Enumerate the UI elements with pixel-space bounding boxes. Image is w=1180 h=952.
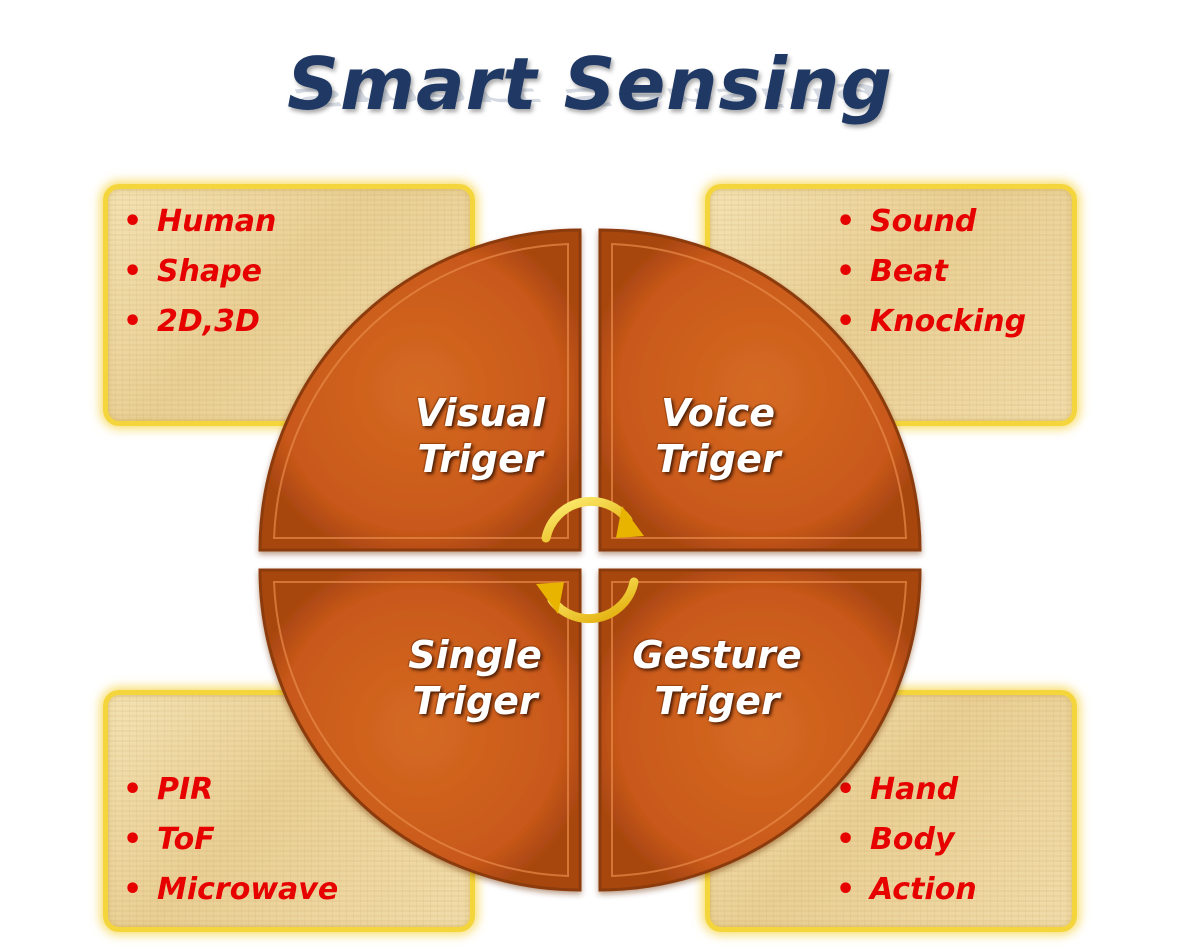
label-line: Single (408, 633, 542, 677)
quadrant-label-single: Single Triger (375, 632, 575, 724)
wheel-segment-gesture (598, 568, 922, 892)
single-list: PIR ToF Microwave (123, 765, 338, 915)
segmented-wheel (258, 228, 922, 892)
gesture-list: Hand Body Action (836, 765, 977, 915)
label-line: Visual (414, 391, 546, 435)
list-item: Beat (836, 247, 1026, 297)
voice-list: Sound Beat Knocking (836, 197, 1026, 347)
label-line: Triger (655, 437, 781, 481)
diagram-title: Smart Sensing (287, 42, 893, 126)
list-item: Sound (836, 197, 1026, 247)
list-item: Shape (123, 247, 276, 297)
label-line: Triger (417, 437, 543, 481)
bevel-highlight (272, 581, 569, 878)
wheel-segment-voice (598, 228, 922, 552)
list-item: PIR (123, 765, 338, 815)
wheel-segment-single (258, 568, 582, 892)
list-item: Microwave (123, 865, 338, 915)
list-item: Body (836, 815, 977, 865)
list-item: 2D,3D (123, 297, 276, 347)
bevel-highlight (611, 581, 908, 878)
label-line: Triger (412, 679, 538, 723)
label-line: Triger (654, 679, 780, 723)
list-item: ToF (123, 815, 338, 865)
bevel-highlight (611, 242, 908, 539)
list-item: Action (836, 865, 977, 915)
cycle-arrows-icon (536, 496, 644, 624)
visual-list: Human Shape 2D,3D (123, 197, 276, 347)
list-item: Human (123, 197, 276, 247)
quadrant-label-gesture: Gesture Triger (612, 632, 822, 724)
label-line: Voice (660, 391, 776, 435)
quadrant-label-visual: Visual Triger (380, 390, 580, 482)
wheel-segment-visual (258, 228, 582, 552)
label-line: Gesture (632, 633, 802, 677)
bevel-highlight (272, 242, 569, 539)
list-item: Knocking (836, 297, 1026, 347)
quadrant-label-voice: Voice Triger (618, 390, 818, 482)
